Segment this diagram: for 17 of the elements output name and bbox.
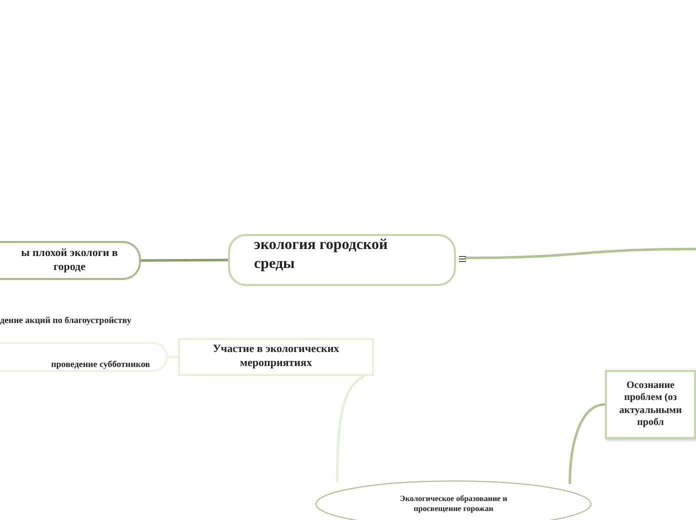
central-topic-box (228, 234, 456, 286)
connector-line (141, 258, 228, 262)
topic-box (605, 370, 696, 439)
topic-text: Экологическое образование и просвещение горожан (398, 494, 508, 514)
connector-line (568, 403, 606, 484)
topic-text: ы плохой экологи в городе (20, 246, 119, 274)
topic-text: Осознание проблем (оз актуальными пробл (618, 380, 683, 430)
connector-line (465, 248, 696, 260)
topic-box (178, 338, 374, 376)
ellipse-outline (316, 480, 592, 520)
connector-line (336, 374, 365, 482)
topic-text: экология городской среды (254, 236, 389, 274)
subtopic-box (0, 342, 168, 372)
topic-text: дение акций по благоустройству (0, 315, 132, 326)
topic-text: проведение субботников (50, 358, 150, 370)
topic-box (0, 241, 141, 280)
topic-text: Участие в экологических мероприятиях (212, 343, 340, 371)
